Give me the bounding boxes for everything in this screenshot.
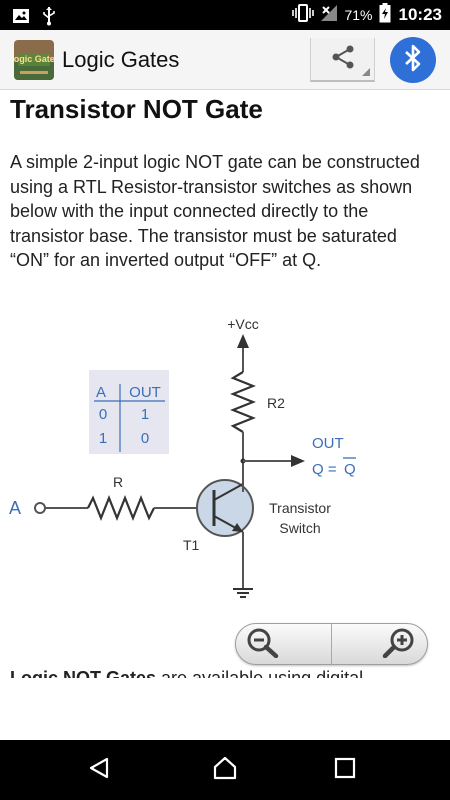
next-paragraph: Logic NOT Gates are available using digi… [10, 668, 363, 678]
share-button[interactable] [310, 38, 375, 82]
bluetooth-button[interactable] [390, 37, 436, 83]
truth-table-header-a: A [96, 384, 106, 401]
content-area[interactable]: Transistor NOT Gate A simple 2-input log… [0, 90, 450, 678]
app-logo-text: Logic Gates [14, 54, 54, 64]
battery-percent: 71% [344, 7, 373, 23]
next-paragraph-bold: Logic NOT Gates [10, 668, 157, 678]
zoom-in-icon [380, 626, 420, 663]
app-logo: Logic Gates [14, 40, 54, 80]
transistor-label-line1: Transistor [269, 500, 331, 516]
not-gate-circuit-diagram: +Vcc R2 OUT Q = Q A OUT 0 1 1 0 A [9, 316, 356, 598]
emitter-arrow [232, 523, 243, 532]
vibrate-icon [292, 3, 315, 27]
vcc-arrow [237, 334, 249, 348]
output-arrow [291, 455, 305, 467]
zoom-control [235, 623, 428, 665]
resistor-r [87, 495, 155, 521]
share-icon [329, 43, 357, 76]
transistor-label-line2: Switch [279, 520, 320, 536]
page-title: Transistor NOT Gate [10, 94, 263, 124]
truth-table-bg [89, 370, 169, 454]
back-icon [87, 756, 111, 785]
home-icon [212, 755, 238, 786]
navigation-bar [0, 740, 450, 800]
status-bar: 71% 10:23 [0, 0, 450, 30]
truth-table: A OUT 0 1 1 0 [94, 384, 165, 452]
input-a-label: A [9, 498, 21, 518]
bluetooth-icon [402, 44, 424, 77]
truth-table-cell: 1 [99, 430, 107, 447]
ground-symbol [233, 588, 253, 598]
usb-icon [42, 6, 56, 31]
app-title: Logic Gates [62, 47, 180, 72]
clock: 10:23 [398, 5, 442, 24]
zoom-out-icon [244, 626, 284, 663]
zoom-out-button[interactable] [236, 624, 331, 664]
battery-charging-icon [379, 2, 391, 28]
truth-table-cell: 1 [141, 406, 149, 423]
vcc-label: +Vcc [227, 316, 259, 332]
signal-off-icon [320, 4, 338, 27]
resistor-r2 [230, 371, 256, 433]
transistor-t1 [196, 479, 254, 537]
transistor-collector-lead [213, 483, 244, 501]
app-bar: Logic Gates Logic Gates [0, 30, 450, 90]
recents-icon [334, 757, 356, 784]
next-paragraph-rest: are available using digital [156, 668, 364, 678]
truth-table-cell: 0 [141, 430, 149, 447]
home-button[interactable] [210, 755, 240, 785]
intro-paragraph: A simple 2-input logic NOT gate can be c… [10, 152, 420, 270]
output-expression-q-bar: Q [344, 461, 356, 478]
image-icon [12, 7, 30, 30]
input-terminal [34, 502, 46, 514]
truth-table-header-out: OUT [129, 384, 161, 401]
r-label: R [113, 474, 123, 490]
back-button[interactable] [84, 755, 114, 785]
zoom-in-button[interactable] [332, 624, 428, 664]
truth-table-cell: 0 [99, 406, 107, 423]
t1-label: T1 [183, 537, 200, 553]
recents-button[interactable] [330, 755, 360, 785]
output-expression: Q = [312, 461, 337, 478]
dropdown-corner-icon [362, 68, 370, 76]
r2-label: R2 [267, 395, 285, 411]
output-label: OUT [312, 435, 344, 452]
